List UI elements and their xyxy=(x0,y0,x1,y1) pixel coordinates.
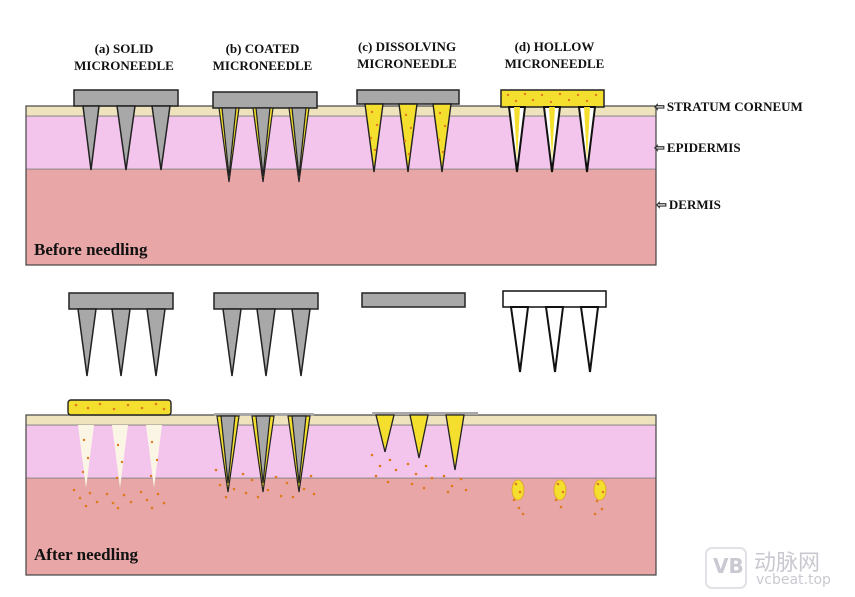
label-hollow-microneedle: (d) HOLLOW MICRONEEDLE xyxy=(504,39,605,71)
watermark-logo-text: VB xyxy=(713,554,744,578)
after-skin-panel xyxy=(25,414,657,576)
dissolving-after-drug-delivery xyxy=(370,412,478,494)
solid-after-drug-delivery xyxy=(67,399,172,510)
label-stratum-corneum: ⇦STRATUM CORNEUM xyxy=(654,99,803,114)
coated-microneedle-removed xyxy=(213,292,319,377)
coated-after-drug-delivery xyxy=(214,413,316,499)
left-arrow-icon: ⇦ xyxy=(654,99,665,114)
hollow-after-drug-delivery xyxy=(511,479,607,516)
label-before-needling: Before needling xyxy=(34,240,148,259)
label-dermis: ⇦DERMIS xyxy=(656,197,721,212)
left-arrow-icon: ⇦ xyxy=(656,197,667,212)
hollow-microneedle-removed xyxy=(502,290,607,373)
label-coated-microneedle: (b) COATED MICRONEEDLE xyxy=(212,41,313,73)
before-dermis-layer xyxy=(25,168,657,266)
after-stratum-layer xyxy=(25,414,657,426)
dissolving-backing-removed xyxy=(361,292,466,308)
label-epidermis: ⇦EPIDERMIS xyxy=(654,140,741,155)
vcbeat-logo-icon xyxy=(705,547,747,589)
after-epidermis-layer xyxy=(25,424,657,479)
label-solid-microneedle: (a) SOLID MICRONEEDLE xyxy=(74,41,174,73)
dissolving-microneedle-before xyxy=(356,89,460,173)
coated-microneedle-before xyxy=(212,91,318,183)
solid-microneedle-before xyxy=(73,89,179,171)
watermark-chinese: 动脉网 xyxy=(754,551,821,576)
label-dissolving-microneedle: (c) DISSOLVING MICRONEEDLE xyxy=(357,39,457,71)
label-after-needling: After needling xyxy=(34,545,139,564)
watermark-site: vcbeat.top xyxy=(756,572,831,588)
left-arrow-icon: ⇦ xyxy=(654,140,665,155)
hollow-microneedle-before xyxy=(500,89,605,173)
solid-microneedle-removed xyxy=(68,292,174,377)
after-dermis-layer xyxy=(25,477,657,576)
